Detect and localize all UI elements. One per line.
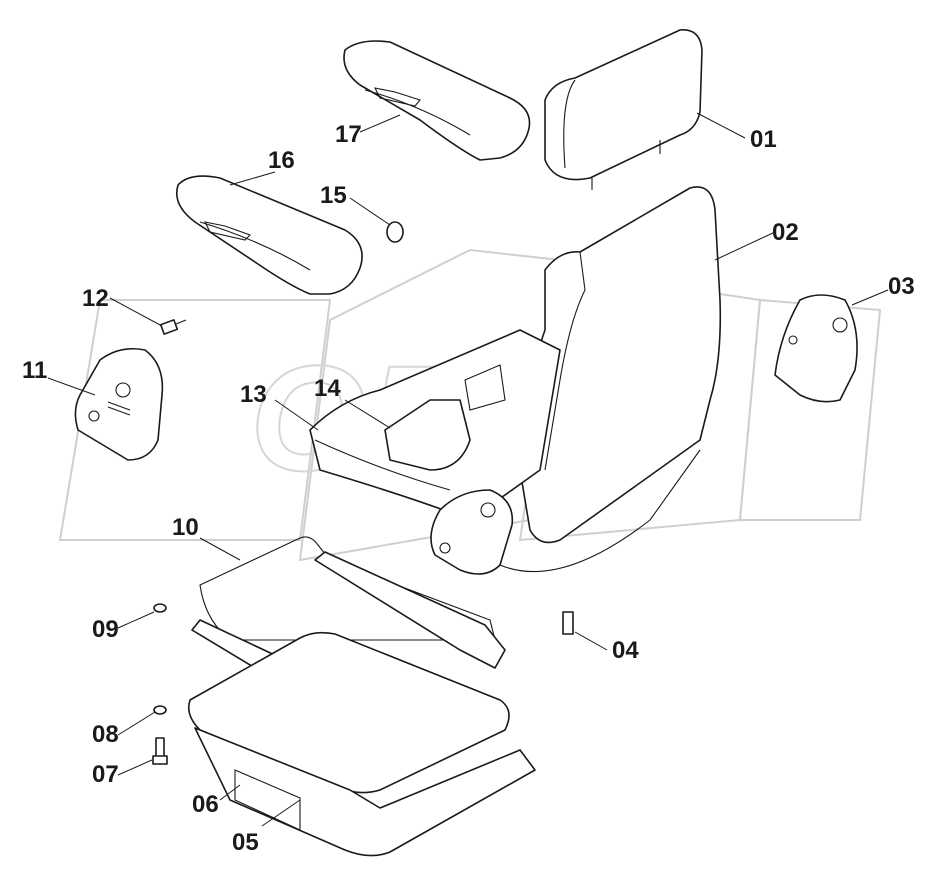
part-12-bolt: [159, 319, 187, 335]
rail-upper: [314, 551, 506, 669]
part-04-screw: [562, 611, 574, 635]
leader-lines: [47, 112, 889, 827]
part-01-headrest: [544, 29, 703, 190]
part-16-armrest: [176, 175, 363, 295]
callout-13: 13: [240, 381, 267, 408]
callout-04: 04: [612, 637, 639, 664]
callout-09: 09: [92, 616, 119, 643]
callout-17: 17: [335, 121, 362, 148]
callout-06: 06: [192, 791, 219, 818]
part-08-washer: [153, 705, 167, 715]
part-03-side-cover: [774, 294, 858, 403]
part-07-bolt: [152, 737, 168, 765]
callout-11: 11: [22, 357, 47, 384]
callout-16: 16: [268, 147, 295, 174]
callout-03: 03: [888, 273, 915, 300]
part-11-side-cover: [74, 347, 164, 461]
callout-10: 10: [172, 514, 199, 541]
part-15-cap: [386, 221, 404, 243]
part-09-washer: [153, 603, 167, 613]
callout-08: 08: [92, 721, 119, 748]
part-17-armrest: [343, 40, 531, 161]
part-14-strap: [384, 364, 506, 471]
callout-07: 07: [92, 761, 119, 788]
part-06-base-plate: [187, 631, 510, 794]
callout-01: 01: [750, 126, 777, 153]
callout-05: 05: [232, 829, 259, 856]
callout-02: 02: [772, 219, 799, 246]
part-05-base-housing: [194, 727, 536, 857]
callout-12: 12: [82, 285, 109, 312]
part-10-frame: [199, 536, 496, 641]
callout-15: 15: [320, 182, 347, 209]
callout-14: 14: [314, 375, 341, 402]
